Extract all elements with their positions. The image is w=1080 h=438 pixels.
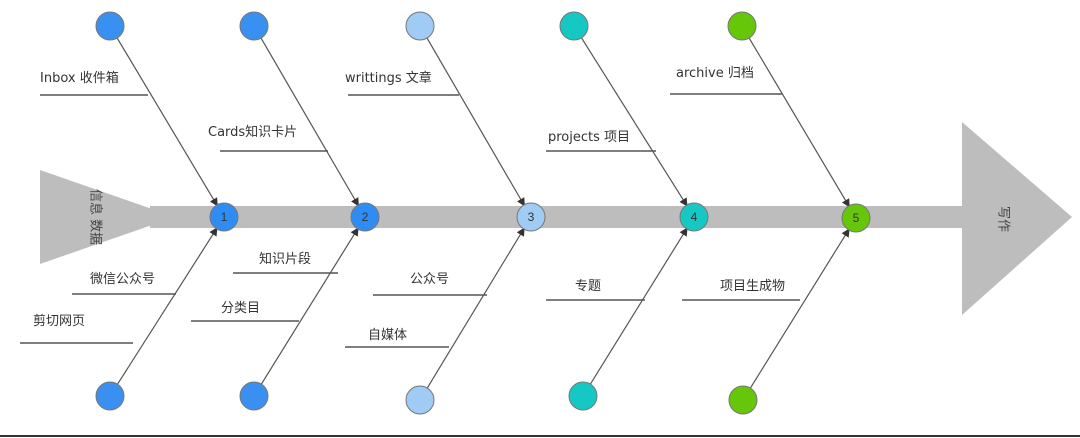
tail-text: 信息 数据 [88,189,104,245]
bottom-label-5-1: 项目生成物 [720,279,785,294]
fish-tail [40,170,175,264]
spine-node-5[interactable] [841,203,871,233]
bottom-label-3-2: 自媒体 [368,328,407,343]
spine-node-number-2: 2 [362,210,369,224]
spine-node-number-1: 1 [221,210,228,224]
bottom-circle-4[interactable] [568,381,598,411]
top-circle-2[interactable] [239,11,269,41]
fish-head [962,122,1072,315]
bottom-label-1-2: 剪切网页 [33,313,85,329]
bottom-label-4-1: 专题 [575,279,601,294]
top-circle-4[interactable] [559,11,589,41]
top-circle-5[interactable] [727,11,757,41]
rib-bottom-2 [260,227,359,385]
rib-top-4 [580,37,688,207]
spine-node-1[interactable] [209,202,239,232]
top-circle-3[interactable] [405,11,435,41]
spine-node-2[interactable] [350,202,380,232]
top-label-1: Inbox 收件箱 [40,70,119,86]
bottom-circle-5[interactable] [728,385,758,415]
rib-top-2 [260,37,359,207]
top-label-5: archive 归档 [676,66,754,81]
bottom-label-3-1: 公众号 [410,272,449,287]
rib-top-5 [748,37,850,208]
bottom-label-2-1: 知识片段 [259,251,311,267]
rib-top-3 [426,37,525,207]
bottom-border [0,435,1080,437]
head-text: 写作 [996,206,1011,232]
spine-node-number-3: 3 [528,210,535,224]
spine-node-number-5: 5 [853,211,860,225]
top-circle-1[interactable] [95,11,125,41]
top-label-3: writtings 文章 [345,70,432,86]
spine-node-4[interactable] [679,202,709,232]
bottom-circle-2[interactable] [239,381,269,411]
top-label-2: Cards知识卡片 [208,124,297,140]
rib-bottom-4 [589,227,688,385]
bottom-circle-3[interactable] [405,385,435,415]
rib-bottom-5 [749,228,850,389]
top-label-4: projects 项目 [548,130,630,145]
spine-node-3[interactable] [516,202,546,232]
rib-bottom-3 [426,227,525,389]
bottom-label-1-1: 微信公众号 [90,272,155,287]
spine-node-number-4: 4 [691,210,698,224]
bottom-circle-1[interactable] [95,381,125,411]
rib-bottom-1 [117,227,218,385]
rib-top-1 [116,37,218,207]
bottom-label-2-2: 分类目 [221,301,260,316]
